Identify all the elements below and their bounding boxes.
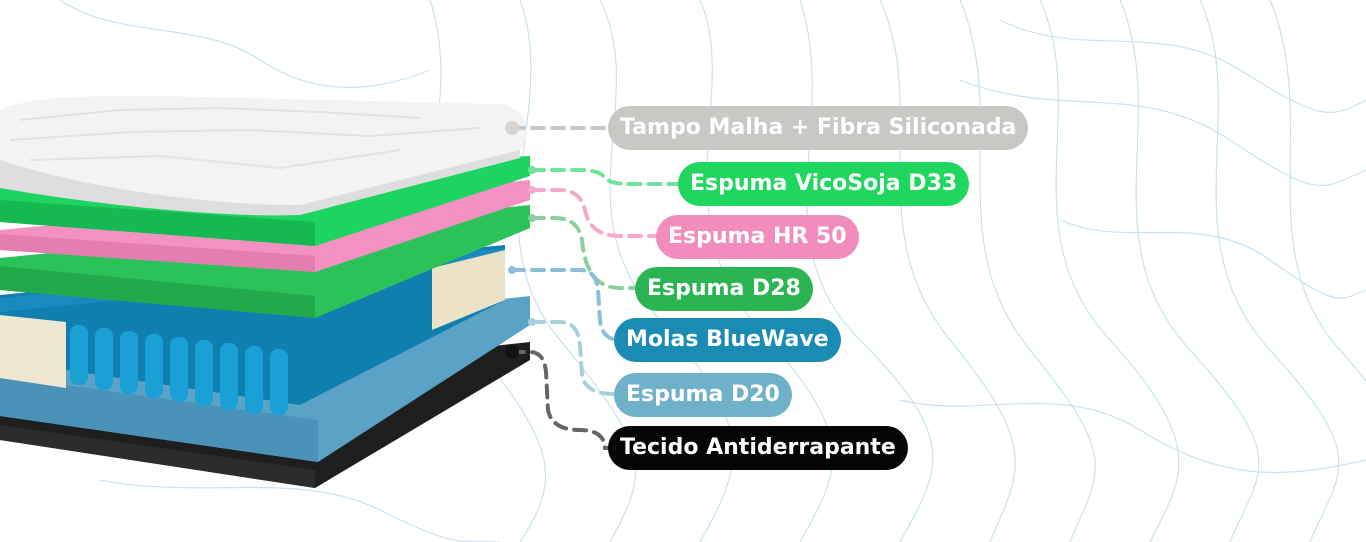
marker-dot-vicosoja (528, 166, 536, 174)
leader-line-d20 (530, 320, 617, 396)
label-espuma-hr50: Espuma HR 50 (656, 215, 859, 259)
leader-line-hr50 (530, 188, 662, 238)
marker-dot-d20 (528, 318, 536, 326)
label-tecido-antiderrapante: Tecido Antiderrapante (608, 426, 908, 470)
marker-dot-antislip (505, 345, 519, 359)
marker-dot-top (505, 121, 519, 135)
marker-dot-d28 (528, 214, 536, 222)
marker-dot-hr50 (528, 186, 536, 194)
leader-line-vicosoja (530, 168, 682, 186)
label-espuma-d28: Espuma D28 (635, 267, 813, 311)
leader-line-antislip (510, 350, 612, 450)
label-molas-bluewave: Molas BlueWave (614, 318, 841, 362)
label-espuma-d20: Espuma D20 (614, 373, 792, 417)
label-espuma-vicosoja-d33: Espuma VicoSoja D33 (678, 162, 970, 206)
leader-line-d28 (530, 216, 642, 290)
leader-line-molas (510, 268, 622, 342)
marker-dot-molas (508, 266, 516, 274)
label-tampo-malha: Tampo Malha + Fibra Siliconada (608, 106, 1029, 150)
